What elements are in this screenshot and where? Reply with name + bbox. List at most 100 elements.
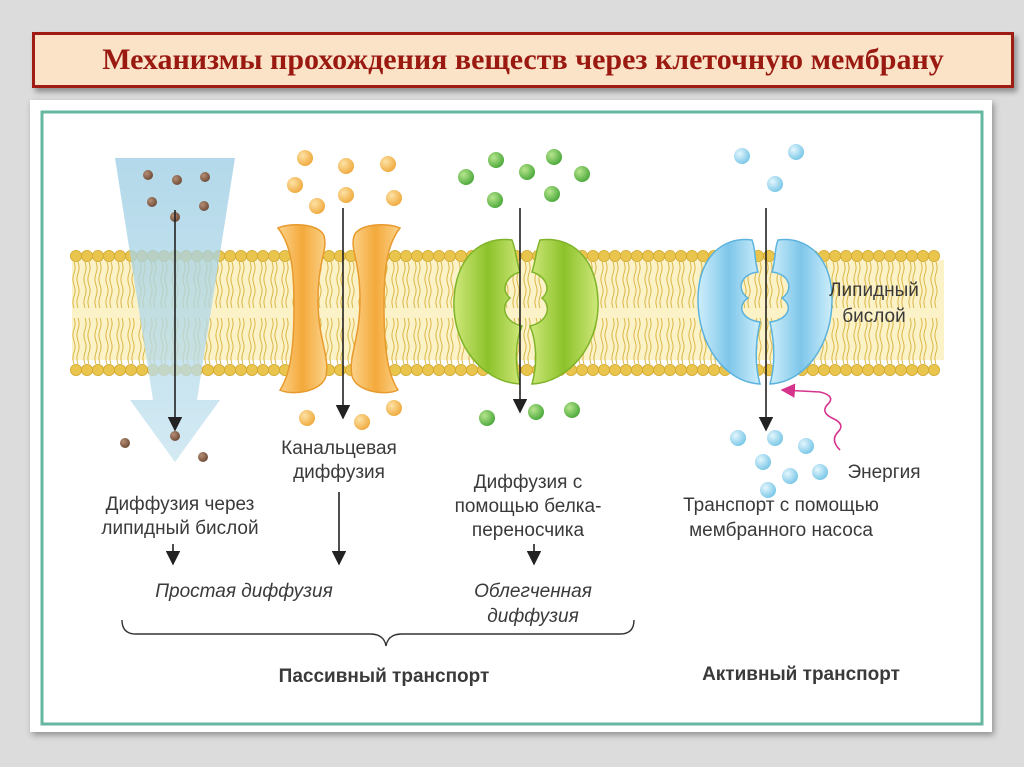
lipid-tail [120, 317, 124, 365]
lipid-tail [919, 317, 923, 365]
lipid-head [917, 363, 930, 376]
lipid-tail [72, 261, 76, 309]
lipid-head [114, 363, 127, 376]
lipid-tail [424, 261, 428, 309]
lipid-head [928, 363, 941, 376]
lipid-head [256, 363, 269, 376]
lipid-head [92, 249, 105, 262]
lipid-tail [611, 317, 615, 365]
lipid-tail [259, 261, 263, 309]
slide-title: Механизмы прохождения веществ через клет… [32, 32, 1014, 88]
lipid-tail [83, 261, 87, 309]
lipid-tail [857, 261, 861, 309]
passive-transport-label: Пассивный транспорт [279, 666, 490, 687]
lipid-head [631, 363, 644, 376]
lipid-tail [270, 261, 274, 309]
lipid-tail [127, 317, 131, 365]
lipid-head [245, 363, 258, 376]
lipid-tail [219, 317, 223, 365]
lipid-tail [450, 261, 454, 309]
lipid-head [840, 363, 853, 376]
lipid-tail [281, 261, 285, 309]
lipid-head [609, 363, 622, 376]
lipid-tail [934, 261, 938, 309]
lipid-head [92, 363, 105, 376]
membrane-label-line1: Липидный [829, 280, 919, 301]
lipid-head [697, 363, 710, 376]
simple-diffusion-label: Простая диффузия [155, 581, 332, 602]
lipid-head [520, 363, 533, 376]
lipid-tail [237, 317, 241, 365]
lipid-tail [347, 261, 351, 309]
lipid-head [388, 249, 401, 262]
lipid-tail [72, 317, 76, 365]
lipid-head [851, 249, 864, 262]
lipid-tail [688, 317, 692, 365]
lipid-tail [263, 317, 267, 365]
lipid-tail [835, 261, 839, 309]
lipid-tail [281, 317, 285, 365]
lipid-head [829, 249, 842, 262]
lipid-tail [868, 317, 872, 365]
lipid-tail [633, 317, 637, 365]
lipid-tail [87, 317, 91, 365]
lipid-head [631, 249, 644, 262]
lipid-tail [692, 317, 696, 365]
lipid-tail [611, 261, 615, 309]
lipid-head [818, 363, 831, 376]
lipid-head [234, 249, 247, 262]
lipid-tail [252, 317, 256, 365]
lipid-head [873, 249, 886, 262]
lipid-head [70, 249, 83, 262]
lipid-head [103, 249, 116, 262]
passive-transport-brace [121, 619, 635, 647]
lipid-tail [98, 317, 102, 365]
lipid-tail [681, 261, 685, 309]
lipid-tail [923, 261, 927, 309]
lipid-head [114, 249, 127, 262]
lipid-tail [435, 261, 439, 309]
lipid-tail [98, 261, 102, 309]
lipid-tail [846, 317, 850, 365]
lipid-head [884, 249, 897, 262]
lipid-tail [252, 261, 256, 309]
lipid-tail [450, 317, 454, 365]
lipid-tail [853, 261, 857, 309]
lipid-head [862, 249, 875, 262]
lipid-head [520, 249, 533, 262]
lipid-tail [523, 261, 527, 309]
lipid-head [697, 249, 710, 262]
lipid-tail [677, 261, 681, 309]
lipid-tail [395, 261, 399, 309]
lipid-tail [230, 261, 234, 309]
lipid-head [103, 363, 116, 376]
lipid-tail [626, 317, 630, 365]
lipid-tail [336, 261, 340, 309]
lipid-head [686, 363, 699, 376]
lipid-tail [417, 317, 421, 365]
lipid-head [884, 363, 897, 376]
lipid-head [840, 249, 853, 262]
active-transport-label: Активный транспорт [702, 664, 900, 685]
lipid-label-line2: липидный бислой [101, 518, 258, 539]
lipid-tail [897, 261, 901, 309]
lipid-tail [908, 261, 912, 309]
lipid-tail [329, 261, 333, 309]
lipid-tail [109, 261, 113, 309]
lipid-tail [648, 317, 652, 365]
facilitated-diffusion-line2: диффузия [487, 606, 578, 627]
lipid-head [81, 249, 94, 262]
lipid-tail [655, 261, 659, 309]
lipid-tail [930, 317, 934, 365]
lipid-head [675, 249, 688, 262]
channel-molecules [287, 150, 402, 430]
lipid-tail [83, 317, 87, 365]
lipid-tail [105, 261, 109, 309]
lipid-tail [912, 261, 916, 309]
lipid-tail [908, 317, 912, 365]
lipid-head [851, 363, 864, 376]
lipid-head [443, 249, 456, 262]
lipid-tail [215, 317, 219, 365]
facilitated-diffusion-line1: Облегченная [474, 581, 592, 602]
lipid-tail [831, 317, 835, 365]
